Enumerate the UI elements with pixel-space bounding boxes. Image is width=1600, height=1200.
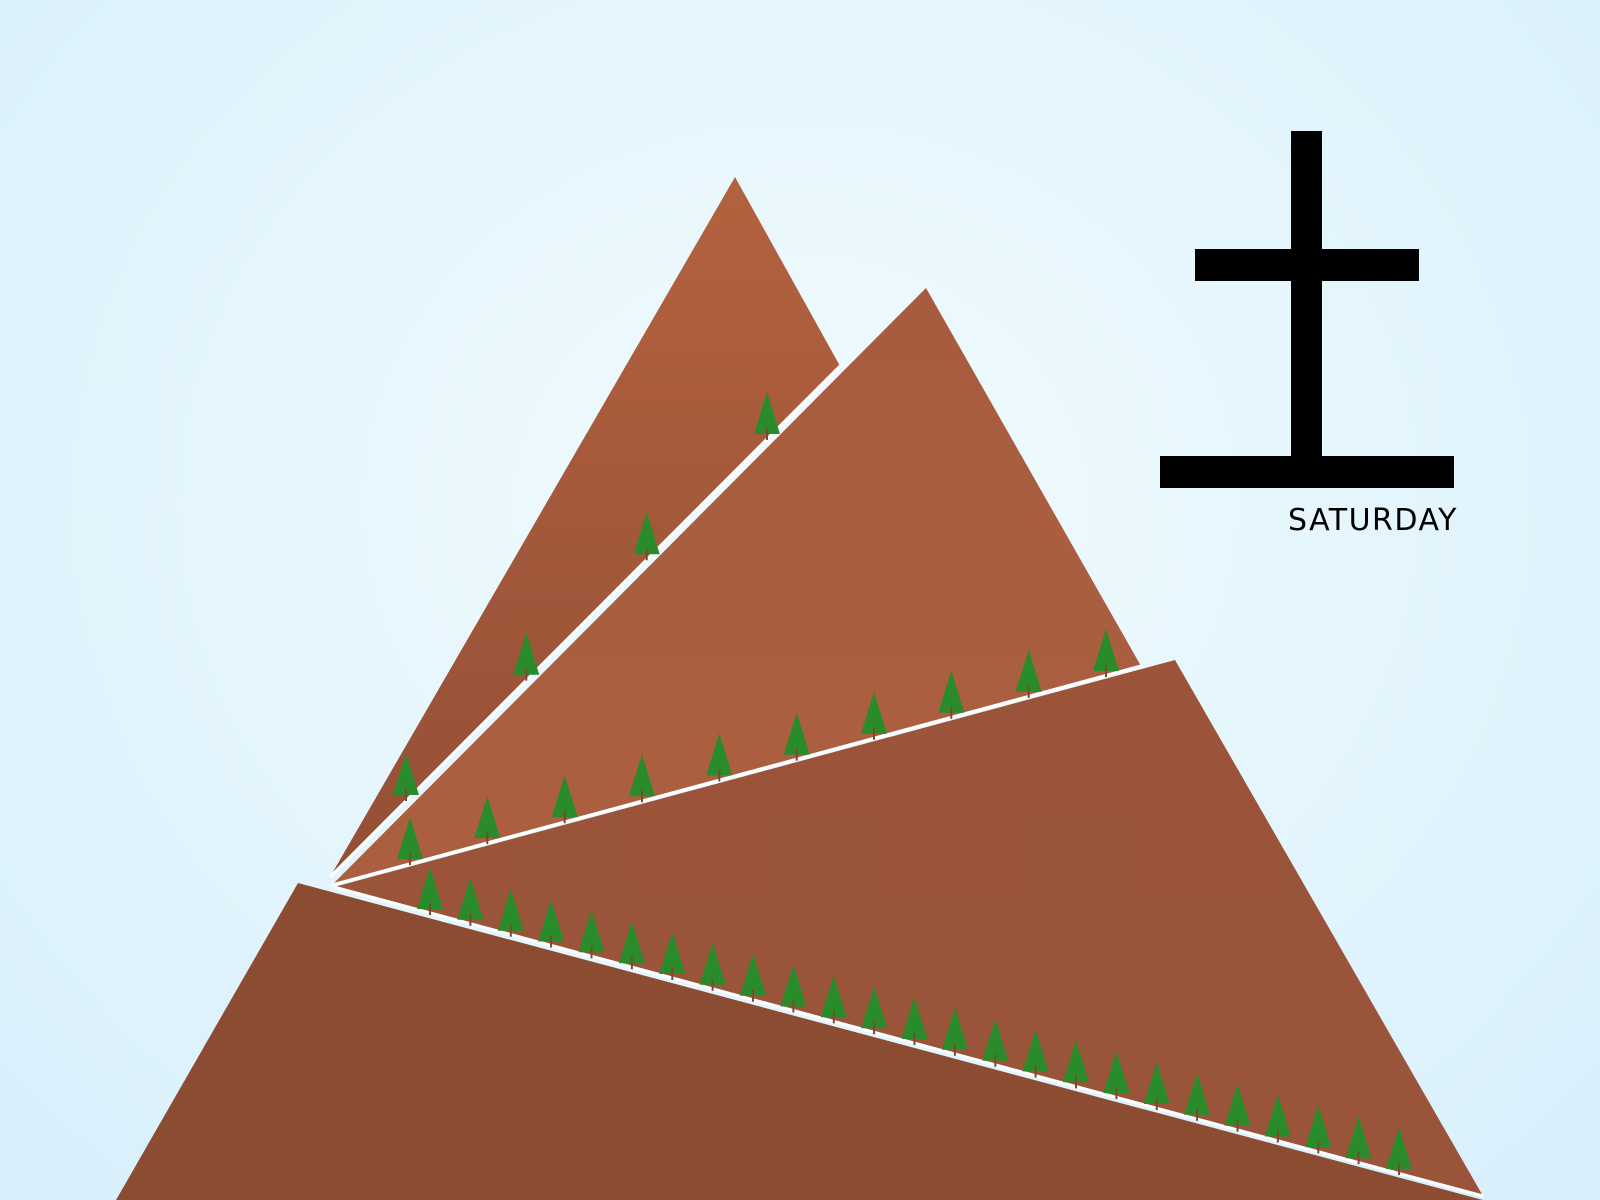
ridge-line-middle bbox=[331, 664, 1142, 887]
kanji-vertical-stroke bbox=[1291, 131, 1322, 459]
kanji-earth-glyph bbox=[1160, 131, 1454, 488]
kanji-base-stroke bbox=[1160, 456, 1454, 488]
foreground-ridge bbox=[116, 883, 1483, 1200]
day-label: SATURDAY bbox=[1287, 503, 1458, 538]
front-mountain bbox=[334, 660, 1483, 1196]
middle-mountain bbox=[332, 288, 1141, 885]
kanji-upper-stroke bbox=[1195, 249, 1419, 281]
ridge-line-front bbox=[333, 885, 1484, 1198]
back-mountain bbox=[330, 177, 840, 877]
